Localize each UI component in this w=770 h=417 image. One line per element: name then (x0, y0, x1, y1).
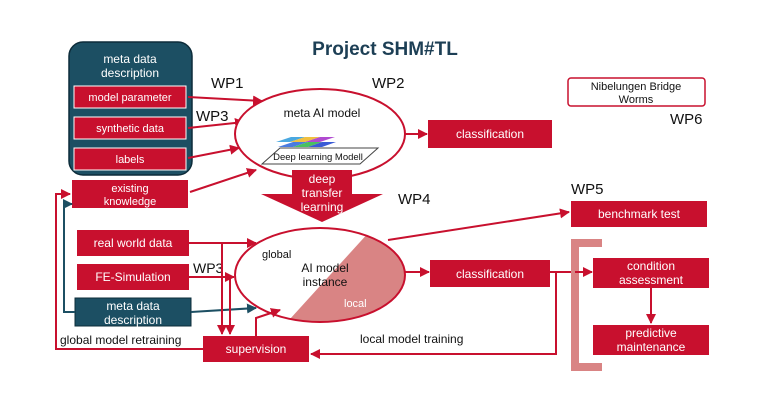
nibelungen-line2: Worms (619, 94, 654, 106)
benchmark-test-box[interactable] (571, 201, 707, 227)
meta-data-description-line2: description (104, 313, 162, 327)
wp2-label: WP2 (372, 75, 405, 92)
global-retraining-label: global model retraining (60, 333, 181, 347)
wp6-label: WP6 (670, 111, 703, 128)
model-parameter-box[interactable] (73, 85, 187, 109)
meta-ai-model-label: meta AI model (284, 106, 361, 120)
real-world-data-label: real world data (94, 236, 173, 250)
meta-panel-title-line1: meta data (103, 52, 157, 66)
arrow-real-world-to-supervision (189, 242, 227, 335)
condition-assessment-box[interactable] (593, 258, 709, 288)
wp1-label: WP1 (211, 75, 244, 92)
arrow-existing-knowledge (189, 168, 257, 193)
deep-transfer-line2: transfer (302, 186, 343, 200)
predictive-maintenance-box[interactable] (593, 325, 709, 355)
wp5-bracket (571, 239, 602, 371)
labels-box[interactable] (73, 147, 187, 171)
deep-transfer-line3: learning (301, 200, 344, 214)
local-region (280, 228, 405, 322)
meta-panel-title-line2: description (101, 66, 159, 80)
arrow-synthetic-data (187, 117, 245, 129)
wp5-label: WP5 (571, 181, 604, 198)
nibelungen-line1: Nibelungen Bridge (591, 81, 682, 93)
arrow-fe-to-supervision (189, 276, 235, 335)
wp3-label-top: WP3 (196, 108, 229, 125)
synthetic-data-box[interactable] (73, 116, 187, 140)
model-parameter-label: model parameter (88, 92, 171, 104)
arrow-model-parameter (187, 95, 263, 106)
page-title: Project SHM#TL (312, 39, 458, 60)
classification-top-box[interactable] (428, 120, 552, 148)
instance-line1: AI model (301, 261, 348, 275)
predictive-line2: maintenance (617, 340, 686, 354)
classification-mid-label: classification (456, 267, 524, 281)
global-retraining-loop (55, 189, 203, 350)
condition-line1: condition (627, 259, 675, 273)
existing-knowledge-line1: existing (111, 183, 148, 195)
local-training-label: local model training (360, 332, 463, 346)
nibelungen-box (567, 77, 706, 107)
meta-data-description-box[interactable] (74, 297, 192, 327)
arrow-instance-to-benchmark (387, 208, 570, 241)
fe-simulation-box[interactable] (77, 264, 189, 290)
meta-ai-model-ellipse[interactable] (234, 88, 406, 180)
existing-knowledge-line2: knowledge (104, 196, 157, 208)
arrow-supervision-to-instance (255, 308, 281, 336)
synthetic-data-label: synthetic data (96, 123, 165, 135)
arrow-meta-to-instance (190, 303, 257, 314)
instance-global-label: global (262, 249, 291, 261)
condition-line2: assessment (619, 273, 684, 287)
benchmark-test-label: benchmark test (598, 207, 681, 221)
supervision-label: supervision (226, 342, 287, 356)
existing-knowledge-box[interactable] (72, 180, 188, 208)
classification-mid-box[interactable] (430, 260, 550, 287)
fe-simulation-label: FE-Simulation (95, 270, 170, 284)
predictive-line1: predictive (625, 326, 677, 340)
instance-line2: instance (303, 275, 348, 289)
arrow-labels (187, 144, 240, 159)
meta-feedback-loop (63, 199, 75, 313)
real-world-data-box[interactable] (77, 230, 189, 256)
deep-learning-label: Deep learning Modell (273, 152, 363, 163)
meta-data-description-line1: meta data (106, 299, 160, 313)
deep-transfer-arrow (261, 170, 383, 222)
wp4-label: WP4 (398, 191, 431, 208)
deep-learning-icon (260, 137, 380, 165)
supervision-box[interactable] (203, 336, 309, 362)
deep-transfer-line1: deep (309, 172, 336, 186)
labels-label: labels (116, 154, 145, 166)
local-training-loop (310, 271, 557, 359)
wp3-label-bottom: WP3 (193, 260, 224, 276)
classification-top-label: classification (456, 127, 524, 141)
ai-model-instance-outline (234, 227, 406, 323)
instance-local-label: local (344, 298, 367, 310)
